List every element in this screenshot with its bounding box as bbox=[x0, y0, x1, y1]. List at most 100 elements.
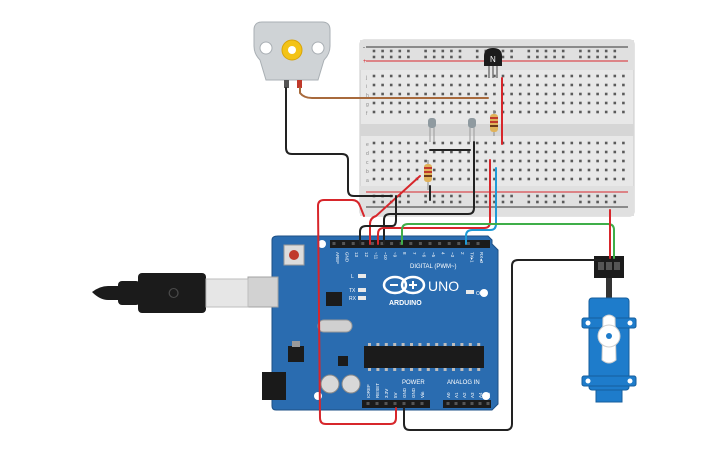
rail-hole[interactable] bbox=[501, 200, 505, 204]
rail-hole[interactable] bbox=[561, 55, 565, 59]
breadboard-hole[interactable] bbox=[415, 141, 419, 145]
header-socket[interactable] bbox=[366, 402, 370, 405]
breadboard-hole[interactable] bbox=[484, 141, 488, 145]
breadboard-hole[interactable] bbox=[622, 92, 625, 96]
breadboard-hole[interactable] bbox=[553, 159, 556, 163]
header-socket[interactable] bbox=[390, 242, 394, 245]
breadboard-hole[interactable] bbox=[587, 150, 591, 154]
header-socket[interactable] bbox=[476, 242, 480, 245]
rail-hole[interactable] bbox=[398, 200, 402, 204]
breadboard-hole[interactable] bbox=[527, 168, 531, 172]
breadboard-hole[interactable] bbox=[407, 74, 410, 78]
breadboard-hole[interactable] bbox=[587, 92, 591, 96]
breadboard-hole[interactable] bbox=[579, 150, 582, 154]
header-socket[interactable] bbox=[428, 242, 432, 245]
breadboard-hole[interactable] bbox=[389, 83, 393, 87]
rail-hole[interactable] bbox=[510, 194, 513, 198]
breadboard-hole[interactable] bbox=[622, 74, 625, 78]
rail-hole[interactable] bbox=[441, 200, 445, 204]
breadboard-hole[interactable] bbox=[458, 110, 462, 114]
breadboard-hole[interactable] bbox=[475, 92, 479, 96]
rail-hole[interactable] bbox=[450, 194, 453, 198]
rail-hole[interactable] bbox=[475, 200, 479, 204]
wire-diode-right-down[interactable] bbox=[383, 141, 475, 245]
rail-hole[interactable] bbox=[432, 194, 436, 198]
breadboard-hole[interactable] bbox=[622, 141, 625, 145]
breadboard-hole[interactable] bbox=[389, 150, 393, 154]
rail-hole[interactable] bbox=[536, 194, 539, 198]
wire-motor-to-breadboard[interactable] bbox=[299, 87, 489, 99]
rail-hole[interactable] bbox=[432, 55, 436, 59]
rail-hole[interactable] bbox=[501, 194, 505, 198]
breadboard-hole[interactable] bbox=[398, 159, 402, 163]
breadboard-hole[interactable] bbox=[536, 83, 539, 87]
rail-hole[interactable] bbox=[381, 55, 384, 59]
rail-hole[interactable] bbox=[493, 200, 496, 204]
breadboard-hole[interactable] bbox=[604, 141, 608, 145]
breadboard-hole[interactable] bbox=[458, 92, 462, 96]
breadboard-hole[interactable] bbox=[458, 141, 462, 145]
breadboard-hole[interactable] bbox=[587, 74, 591, 78]
breadboard-hole[interactable] bbox=[579, 101, 582, 105]
breadboard-hole[interactable] bbox=[475, 74, 479, 78]
breadboard-hole[interactable] bbox=[604, 101, 608, 105]
breadboard-hole[interactable] bbox=[475, 101, 479, 105]
breadboard-hole[interactable] bbox=[544, 74, 548, 78]
breadboard-hole[interactable] bbox=[527, 150, 531, 154]
rail-hole[interactable] bbox=[475, 55, 479, 59]
breadboard-hole[interactable] bbox=[587, 168, 591, 172]
rail-hole[interactable] bbox=[579, 194, 582, 198]
rail-hole[interactable] bbox=[458, 200, 462, 204]
breadboard-hole[interactable] bbox=[579, 74, 582, 78]
breadboard-hole[interactable] bbox=[622, 110, 625, 114]
breadboard-hole[interactable] bbox=[570, 92, 574, 96]
breadboard-hole[interactable] bbox=[424, 101, 427, 105]
breadboard-hole[interactable] bbox=[604, 168, 608, 172]
breadboard-hole[interactable] bbox=[458, 177, 462, 181]
breadboard-hole[interactable] bbox=[389, 177, 393, 181]
breadboard-hole[interactable] bbox=[510, 110, 513, 114]
rail-hole[interactable] bbox=[604, 49, 608, 53]
header-socket[interactable] bbox=[466, 242, 470, 245]
breadboard-hole[interactable] bbox=[381, 101, 384, 105]
rail-hole[interactable] bbox=[441, 49, 445, 53]
wire-pin13-to-resistor[interactable] bbox=[369, 175, 421, 245]
breadboard-hole[interactable] bbox=[484, 101, 488, 105]
header-socket[interactable] bbox=[420, 402, 424, 405]
rail-hole[interactable] bbox=[389, 55, 393, 59]
rail-hole[interactable] bbox=[579, 49, 582, 53]
rail-hole[interactable] bbox=[613, 49, 617, 53]
breadboard-hole[interactable] bbox=[527, 177, 531, 181]
breadboard-hole[interactable] bbox=[579, 141, 582, 145]
header-socket[interactable] bbox=[342, 242, 346, 245]
breadboard-hole[interactable] bbox=[415, 83, 419, 87]
rail-hole[interactable] bbox=[579, 200, 582, 204]
breadboard-hole[interactable] bbox=[398, 101, 402, 105]
breadboard-hole[interactable] bbox=[467, 83, 470, 87]
breadboard-hole[interactable] bbox=[475, 141, 479, 145]
breadboard-hole[interactable] bbox=[553, 110, 556, 114]
breadboard-hole[interactable] bbox=[518, 74, 522, 78]
breadboard-hole[interactable] bbox=[407, 168, 410, 172]
breadboard-hole[interactable] bbox=[432, 101, 436, 105]
rail-hole[interactable] bbox=[484, 194, 488, 198]
breadboard-hole[interactable] bbox=[510, 159, 513, 163]
breadboard-hole[interactable] bbox=[493, 177, 496, 181]
rail-hole[interactable] bbox=[501, 55, 505, 59]
breadboard-hole[interactable] bbox=[561, 177, 565, 181]
breadboard-hole[interactable] bbox=[527, 141, 531, 145]
breadboard-hole[interactable] bbox=[372, 159, 376, 163]
breadboard-hole[interactable] bbox=[596, 83, 599, 87]
breadboard-hole[interactable] bbox=[561, 92, 565, 96]
breadboard-hole[interactable] bbox=[432, 150, 436, 154]
servo-motor[interactable] bbox=[581, 256, 637, 403]
rail-hole[interactable] bbox=[450, 55, 453, 59]
breadboard-hole[interactable] bbox=[441, 141, 445, 145]
breadboard-hole[interactable] bbox=[510, 92, 513, 96]
breadboard-hole[interactable] bbox=[561, 168, 565, 172]
header-socket[interactable] bbox=[486, 402, 490, 405]
breadboard-hole[interactable] bbox=[501, 150, 505, 154]
breadboard-hole[interactable] bbox=[570, 177, 574, 181]
breadboard-hole[interactable] bbox=[570, 141, 574, 145]
breadboard-hole[interactable] bbox=[561, 150, 565, 154]
